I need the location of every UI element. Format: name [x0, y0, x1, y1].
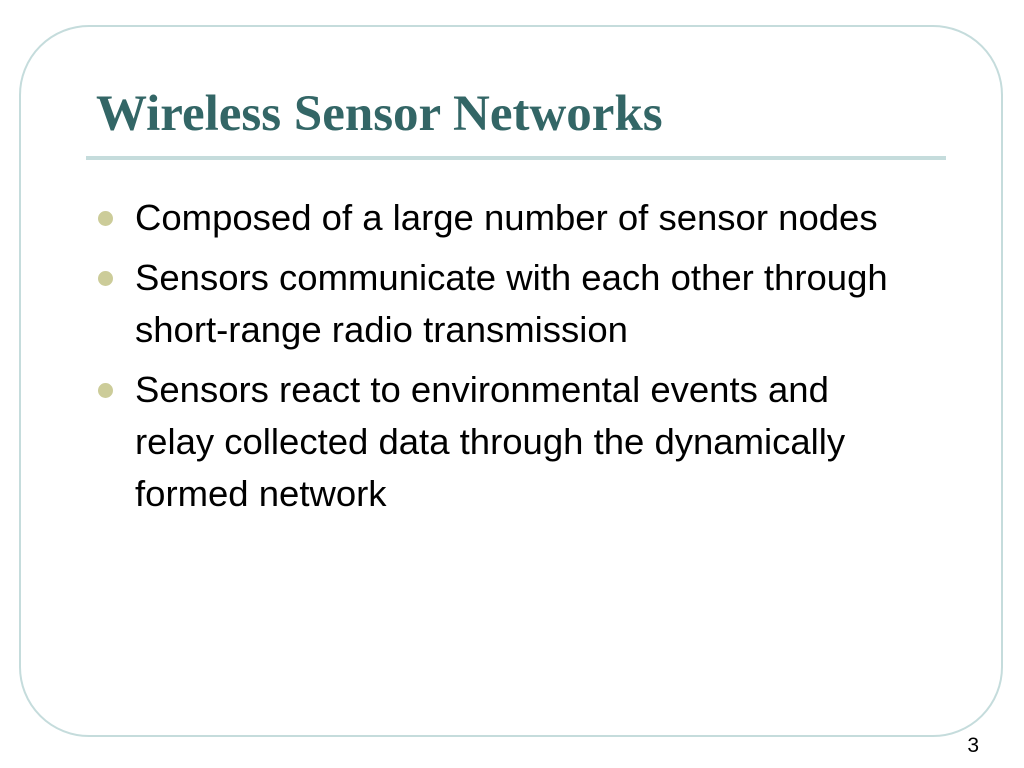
- bullet-list: Composed of a large number of sensor nod…: [98, 192, 898, 528]
- bullet-text: Sensors react to environmental events an…: [135, 369, 846, 514]
- bullet-dot-icon: [98, 271, 113, 286]
- bullet-item: Composed of a large number of sensor nod…: [98, 192, 898, 244]
- bullet-dot-icon: [98, 211, 113, 226]
- bullet-text: Sensors communicate with each other thro…: [135, 257, 888, 350]
- bullet-text: Composed of a large number of sensor nod…: [135, 197, 878, 238]
- title-divider: [86, 156, 946, 160]
- slide-title: Wireless Sensor Networks: [96, 86, 663, 142]
- page-number: 3: [967, 734, 979, 757]
- bullet-item: Sensors communicate with each other thro…: [98, 252, 898, 356]
- bullet-dot-icon: [98, 383, 113, 398]
- bullet-item: Sensors react to environmental events an…: [98, 364, 898, 520]
- slide-frame: [19, 25, 1003, 737]
